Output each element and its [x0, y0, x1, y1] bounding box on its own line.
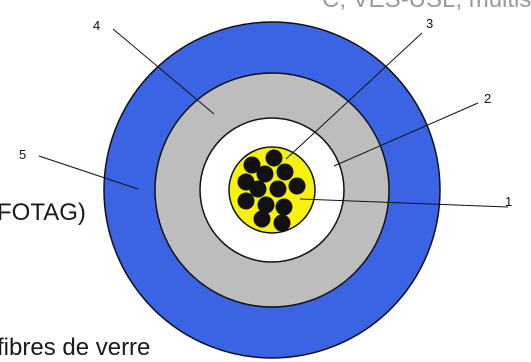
fiber [265, 149, 283, 167]
fiber [275, 198, 293, 216]
fiber [253, 210, 271, 228]
fiber [273, 214, 291, 232]
fiber-cable-cross-section: 1 2 3 4 5 [19, 16, 512, 359]
fiber [249, 180, 267, 198]
fiber [269, 180, 287, 198]
leader-line-5 [38, 155, 139, 190]
leader-line-3 [285, 32, 423, 160]
fiber [276, 163, 294, 181]
callout-label-3: 3 [426, 16, 433, 31]
fiber [256, 165, 274, 183]
callout-label-5: 5 [19, 147, 26, 162]
callout-label-1: 1 [505, 194, 512, 209]
callout-label-4: 4 [93, 18, 100, 33]
background-text-bottom: fibres de verre [0, 334, 151, 361]
background-text-top: C, VES-USL, multis [322, 0, 531, 14]
leader-line-1 [299, 198, 509, 208]
fiber [237, 192, 255, 210]
callout-label-2: 2 [484, 91, 491, 106]
optical-fibers-group [237, 149, 306, 232]
background-text-middle: FOTAG) [0, 199, 86, 226]
fiber [288, 177, 306, 195]
leader-line-4 [112, 28, 215, 115]
fiber [243, 156, 261, 174]
fiber [257, 196, 275, 214]
leader-line-2 [333, 102, 479, 167]
